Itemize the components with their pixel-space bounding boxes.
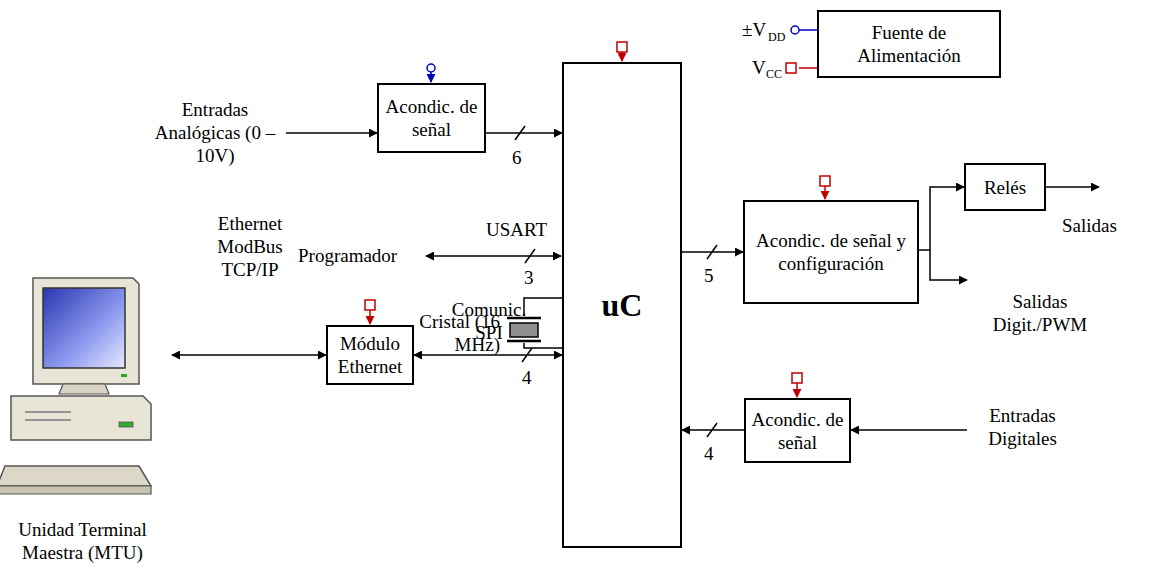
box-text: Acondic. de señal: [383, 95, 480, 141]
drawing-line: [525, 249, 535, 263]
drawing-line: [25, 411, 71, 413]
text-label: Entradas Analógicas (0 – 10V): [150, 98, 280, 167]
drawing-line: [796, 383, 798, 397]
power-supply-box: Fuente de Alimentación: [817, 10, 1001, 78]
text-label: Programador: [298, 244, 418, 267]
box-text: Unidad Terminal Maestra (MTU): [0, 518, 172, 564]
drawing-rect: [820, 176, 830, 186]
text-label: 6: [512, 146, 532, 169]
signal-connector: [486, 132, 562, 134]
signal-connector: [172, 354, 326, 356]
drawing-g: [286, 126, 1099, 437]
text-label: Salidas Digit./PWM: [985, 290, 1095, 336]
text-label: Salidas: [1062, 214, 1142, 237]
signal-connector: [919, 187, 964, 250]
signal-conditioning-box: Acondic. de señal: [744, 398, 851, 463]
drawing-polyline: [524, 298, 562, 316]
drawing-line: [430, 72, 432, 82]
drawing-line: [25, 419, 71, 421]
drawing-path: [33, 278, 139, 384]
drawing-path: [59, 384, 109, 394]
drawing-line: [369, 310, 371, 324]
connector-label: Ethernet ModBus TCP/IP: [200, 212, 300, 281]
drawing-circle: [791, 26, 799, 34]
box-text: Módulo Ethernet: [332, 332, 408, 378]
microcontroller-box: uC: [562, 62, 682, 548]
drawing-line: [799, 67, 818, 69]
drawing-path: [11, 396, 151, 440]
drawing-rect: [792, 373, 802, 383]
drawing-rect: [617, 42, 627, 52]
drawing-rect: [365, 300, 375, 310]
signal-connector: [682, 251, 743, 253]
subscript-label: CC: [766, 67, 790, 81]
box-text: Acondic. de señal y configuración: [749, 229, 913, 275]
drawing-path: [0, 466, 151, 486]
drawing-rect: [786, 63, 796, 73]
text-label: 3: [524, 266, 544, 289]
text-label: Entradas Digitales: [975, 404, 1070, 450]
computer-terminal: Unidad Terminal Maestra (MTU): [0, 272, 172, 564]
drawing-line: [621, 52, 623, 61]
drawing-line: [824, 186, 826, 199]
drawing-line: [426, 255, 561, 257]
connector-label: Comunic. SPI: [443, 298, 535, 344]
relay-box: Relés: [964, 163, 1046, 211]
chip-name: uC: [602, 287, 643, 323]
drawing-line: [286, 132, 377, 134]
box-text: Acondic. de señal: [750, 408, 845, 454]
text-label: USART: [486, 218, 556, 241]
signal-connector: [682, 429, 744, 431]
drawing-line: [851, 429, 967, 431]
text-label: ±V: [742, 18, 772, 41]
box-text: Relés: [984, 176, 1026, 199]
text-label: 5: [704, 264, 724, 287]
drawing-rect: [43, 288, 125, 368]
drawing-rect: [121, 374, 127, 377]
text-label: 4: [704, 442, 724, 465]
drawing-rect: [119, 422, 133, 427]
subscript-label: DD: [768, 30, 792, 44]
signal-conditioning-box: Acondic. de señal: [377, 83, 486, 153]
text-label: 4: [522, 366, 542, 389]
drawing-polyline: [930, 250, 967, 280]
box-text: Fuente de Alimentación: [823, 21, 995, 67]
output-conditioning-box: Acondic. de señal y configuración: [743, 200, 919, 304]
drawing-line: [507, 340, 541, 343]
drawing-circle: [427, 64, 435, 72]
drawing-path: [0, 486, 151, 494]
drawing-line: [799, 29, 818, 31]
drawing-polyline: [524, 343, 562, 348]
drawing-line: [1046, 186, 1099, 188]
ethernet-module-box: Módulo Ethernet: [326, 325, 414, 385]
drawing-rect: [510, 323, 538, 337]
